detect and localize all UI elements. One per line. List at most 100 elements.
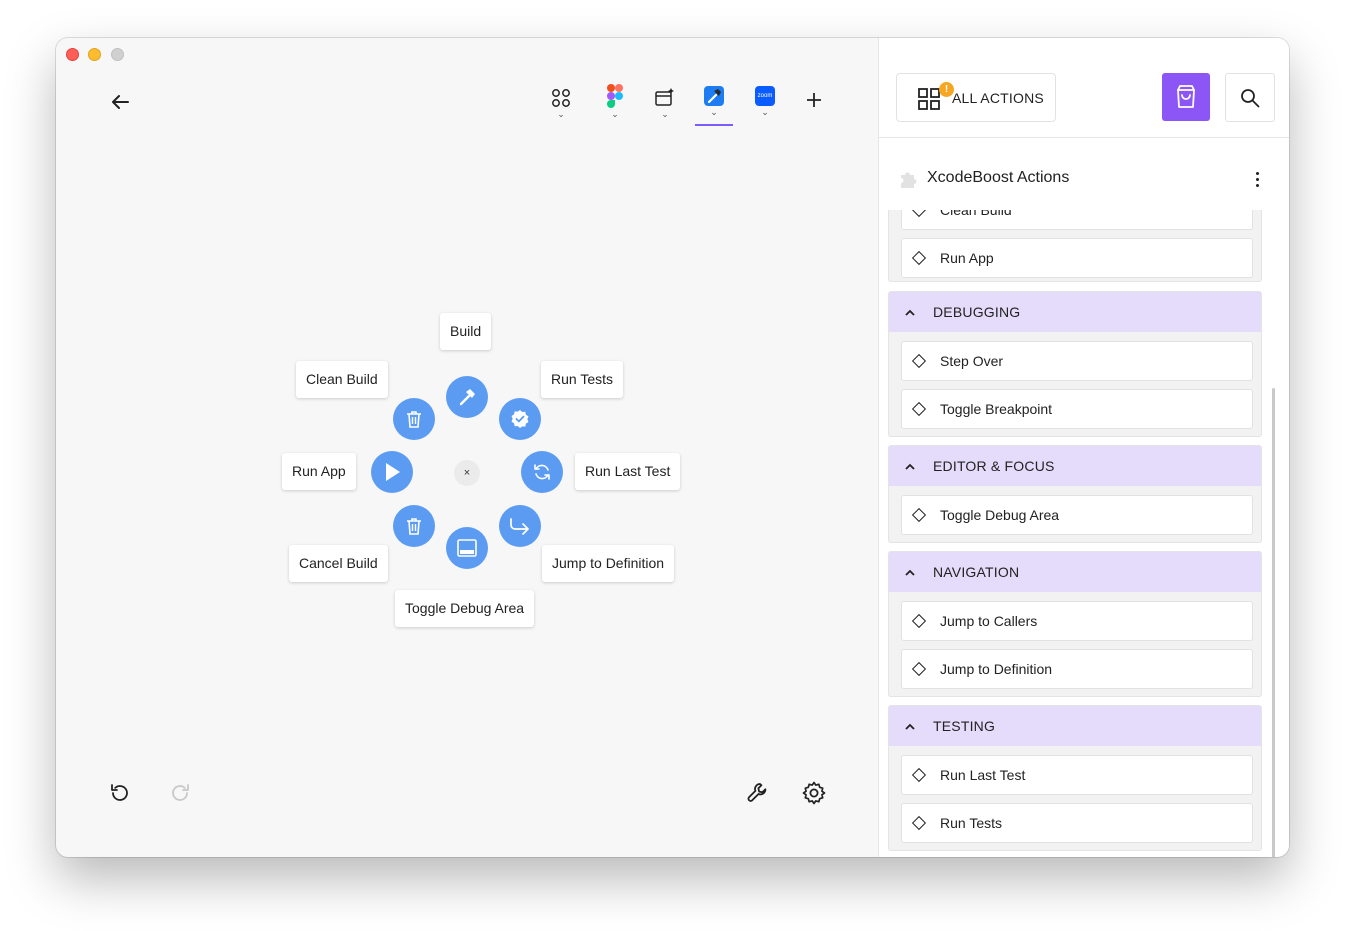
diamond-icon: [911, 767, 927, 783]
group-title: NAVIGATION: [933, 564, 1020, 580]
undo-button[interactable]: [106, 779, 134, 807]
panel-header: ! ALL ACTIONS: [879, 38, 1289, 138]
diamond-icon: [911, 661, 927, 677]
action-item[interactable]: Clean Build: [901, 210, 1253, 230]
radial-label-build[interactable]: Build: [440, 313, 492, 350]
action-group-debugging: DEBUGGING Step Over Toggle Breakpoint: [888, 291, 1262, 437]
refresh-icon: [534, 464, 550, 480]
group-header[interactable]: TESTING: [889, 706, 1261, 746]
diamond-icon: [911, 507, 927, 523]
radial-button-jump-to-definition[interactable]: [499, 505, 541, 547]
group-header[interactable]: EDITOR & FOCUS: [889, 446, 1261, 486]
action-item-label: Run Last Test: [940, 767, 1026, 783]
radial-button-run-app[interactable]: [371, 451, 413, 493]
radial-label-run-app[interactable]: Run App: [282, 453, 356, 490]
action-item-label: Run Tests: [940, 815, 1002, 831]
chevron-down-icon: ⌄: [661, 109, 669, 119]
back-button[interactable]: [106, 90, 134, 114]
action-item-label: Step Over: [940, 353, 1004, 369]
search-icon: [1241, 88, 1260, 107]
wrench-icon: [747, 783, 767, 802]
action-item[interactable]: Toggle Breakpoint: [901, 389, 1253, 429]
grid-icon: [918, 88, 940, 110]
action-group-navigation: NAVIGATION Jump to Callers Jump to Defin…: [888, 551, 1262, 697]
hammer-icon: [459, 389, 475, 406]
minimize-window-button[interactable]: [88, 48, 101, 61]
radial-close-button[interactable]: ×: [454, 460, 480, 486]
chevron-down-icon: ⌄: [611, 109, 619, 119]
scrollbar[interactable]: [1272, 388, 1275, 857]
arrow-left-icon: [112, 95, 129, 109]
radial-button-cancel-build[interactable]: [393, 505, 435, 547]
radial-label-toggle-debug-area[interactable]: Toggle Debug Area: [395, 590, 535, 627]
action-group: Clean Build Run App: [888, 210, 1262, 282]
action-item[interactable]: Jump to Callers: [901, 601, 1253, 641]
radial-label-clean-build[interactable]: Clean Build: [296, 361, 388, 398]
action-item[interactable]: Jump to Definition: [901, 649, 1253, 689]
close-window-button[interactable]: [66, 48, 79, 61]
radial-label-cancel-build[interactable]: Cancel Build: [289, 545, 388, 582]
app-figma[interactable]: ⌄: [596, 84, 634, 126]
action-item[interactable]: Toggle Debug Area: [901, 495, 1253, 535]
chevron-up-icon: [905, 569, 915, 576]
trash-icon: [407, 411, 421, 428]
zoom-icon: zoom: [755, 86, 775, 106]
chevron-down-icon: ⌄: [710, 107, 718, 117]
group-header[interactable]: DEBUGGING: [889, 292, 1261, 332]
app-all-apps[interactable]: ⌄: [542, 84, 580, 126]
radial-label-run-tests[interactable]: Run Tests: [541, 361, 623, 398]
action-item[interactable]: Run App: [901, 238, 1253, 278]
action-item-label: Clean Build: [940, 210, 1012, 218]
settings-button[interactable]: [800, 779, 828, 807]
group-title: EDITOR & FOCUS: [933, 458, 1055, 474]
diamond-icon: [911, 353, 927, 369]
plugin-header: XcodeBoost Actions: [879, 138, 1289, 210]
app-window: ⌄ ⌄ ⌄ ⌄ zoom ⌄ Build Clean Build Run Tes…: [56, 38, 1289, 857]
group-header[interactable]: NAVIGATION: [889, 552, 1261, 592]
redo-icon: [172, 784, 189, 801]
xcode-hammer-icon: [704, 86, 724, 106]
warning-badge: !: [939, 82, 954, 97]
radial-label-run-last-test[interactable]: Run Last Test: [575, 453, 681, 490]
search-button[interactable]: [1225, 73, 1275, 122]
action-group-testing: TESTING Run Last Test Run Tests: [888, 705, 1262, 851]
radial-button-clean-build[interactable]: [393, 398, 435, 440]
plus-icon: [807, 93, 821, 107]
action-item[interactable]: Run Tests: [901, 803, 1253, 843]
plugin-title: XcodeBoost Actions: [927, 169, 1070, 186]
action-item-label: Jump to Definition: [940, 661, 1053, 677]
diamond-icon: [911, 401, 927, 417]
gear-icon: [802, 781, 826, 805]
verified-badge-icon: [511, 410, 529, 428]
app-xcode[interactable]: ⌄: [695, 84, 733, 126]
actions-list[interactable]: Clean Build Run App DEBUGGING Step Over: [879, 210, 1289, 857]
more-options-button[interactable]: [1247, 168, 1267, 190]
radial-button-toggle-debug-area[interactable]: [446, 527, 488, 569]
marketplace-button[interactable]: [1162, 73, 1210, 121]
figma-icon: [607, 84, 623, 108]
grid-circles-icon: [552, 89, 570, 107]
chevron-up-icon: [905, 309, 915, 316]
arrow-turn-right-icon: [510, 518, 529, 535]
action-item[interactable]: Run Last Test: [901, 755, 1253, 795]
undo-icon: [111, 784, 128, 801]
all-actions-button[interactable]: ! ALL ACTIONS: [896, 73, 1056, 122]
panel-bottom-icon: [457, 539, 477, 557]
action-group-editor-focus: EDITOR & FOCUS Toggle Debug Area: [888, 445, 1262, 543]
zoom-window-button[interactable]: [111, 48, 124, 61]
redo-button[interactable]: [166, 779, 194, 807]
add-app-button[interactable]: [802, 88, 826, 112]
app-zoom[interactable]: zoom ⌄: [746, 84, 784, 126]
all-actions-label: ALL ACTIONS: [952, 89, 1044, 106]
window-sparkle-icon: [655, 88, 674, 106]
chevron-up-icon: [905, 463, 915, 470]
action-item[interactable]: Step Over: [901, 341, 1253, 381]
radial-button-build[interactable]: [446, 376, 488, 418]
app-window-sparkle[interactable]: ⌄: [646, 84, 684, 126]
radial-button-run-last-test[interactable]: [521, 451, 563, 493]
trash-icon: [407, 518, 421, 535]
radial-button-run-tests[interactable]: [499, 398, 541, 440]
radial-label-jump-to-definition[interactable]: Jump to Definition: [542, 545, 675, 582]
tools-button[interactable]: [743, 779, 771, 807]
puzzle-piece-icon: [901, 172, 917, 188]
